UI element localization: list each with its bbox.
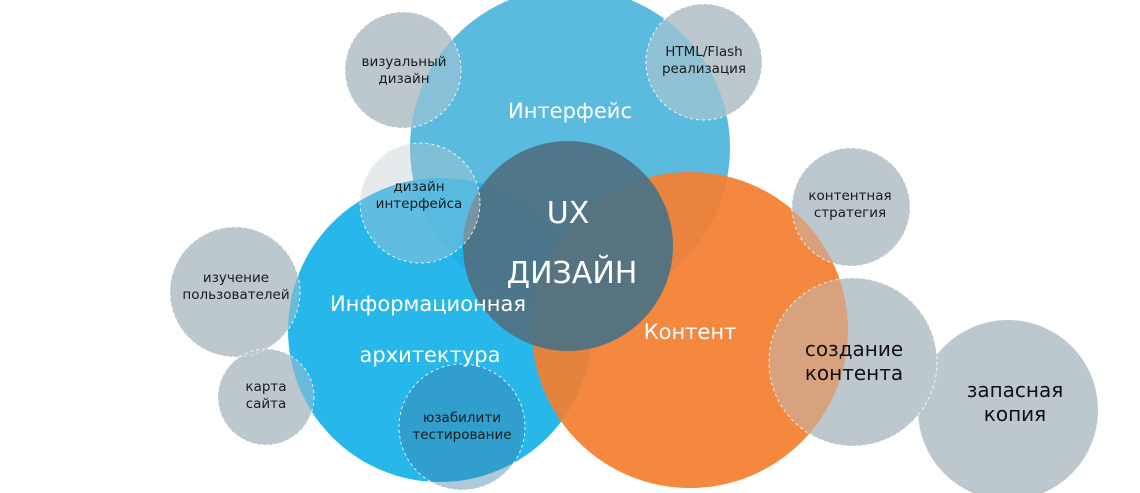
content-label: Контент [643,319,737,344]
content-strategy-overlap [791,147,911,267]
content-creation-overlap [768,277,938,447]
backup-label: запасная копия [966,378,1064,426]
visual-design-overlap [344,11,462,129]
ux-label-line2: ДИЗАЙН [506,256,638,291]
ux-center-circle [463,141,673,351]
usability-testing-circle [398,363,526,491]
interface-design-label: дизайн интерфейса [375,179,463,212]
ux-label-line1: UX [546,196,590,231]
content-creation-label: создание контента [804,337,904,385]
visual-design-label: визуальный дизайн [361,54,447,87]
interface-label: Интерфейс [508,98,632,123]
interface-design-circle [359,142,481,264]
html-flash-overlap [645,3,763,121]
sitemap-overlap [217,348,315,446]
user-research-label: изучение пользователей [182,270,290,303]
content-strategy-label: контентная стратегия [808,188,892,221]
sitemap-label: карта сайта [245,379,287,412]
user-research-circle [170,227,300,357]
html-flash-label: HTML/Flash реализация [661,44,747,77]
information-architecture-label-line1: Информационная [329,291,527,316]
sitemap-circle [218,349,314,445]
user-research-overlap [169,226,301,358]
usability-testing-label: юзабилити тестирование [412,410,512,443]
information-architecture-label-line2: архитектура [359,342,501,367]
backup-circle [918,320,1098,493]
content-strategy-circle [792,148,910,266]
